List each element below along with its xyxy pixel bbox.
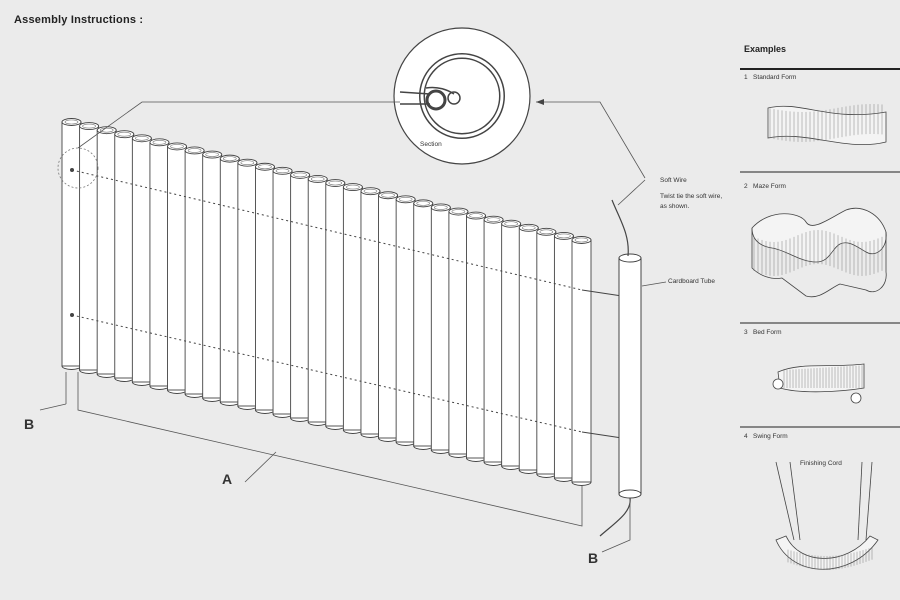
upper-wire-line xyxy=(71,169,583,291)
tube xyxy=(79,122,100,374)
soft-wire-bottom xyxy=(599,497,631,537)
tube xyxy=(501,219,522,470)
dimension-b-left-leader xyxy=(39,403,67,411)
tube xyxy=(378,191,399,442)
example-swing-form-drawing xyxy=(775,461,879,570)
example-number: 4 xyxy=(744,433,748,440)
dimension-a-label: A xyxy=(222,471,233,487)
tube xyxy=(518,223,539,474)
tube xyxy=(466,211,486,462)
example-label: Bed Form xyxy=(753,329,782,336)
example-label: Standard Form xyxy=(753,74,797,81)
examples-heading: Examples xyxy=(744,44,787,54)
soft-wire-top xyxy=(611,199,629,257)
example-item-swing: 4 Swing Form xyxy=(744,433,788,440)
example-item-standard: 1 Standard Form xyxy=(744,74,796,81)
tube xyxy=(184,146,205,398)
tube xyxy=(167,142,187,394)
example-label: Maze Form xyxy=(753,183,786,190)
example-item-bed: 3 Bed Form xyxy=(744,329,782,336)
upper-wire-knot xyxy=(70,168,74,172)
tube xyxy=(219,154,240,406)
tube xyxy=(61,118,82,370)
tube xyxy=(131,134,152,386)
tube xyxy=(272,166,293,418)
dimension-b-left-label: B xyxy=(24,416,35,432)
section-detail xyxy=(393,27,531,165)
dimension-a-line xyxy=(77,372,583,527)
tube xyxy=(430,203,451,454)
tube xyxy=(483,215,504,466)
example-label: Swing Form xyxy=(753,433,788,440)
twist-note-line-2: as shown. xyxy=(660,203,690,210)
twist-note-line-1: Twist tie the soft wire, xyxy=(660,193,723,200)
tube xyxy=(360,187,381,438)
tube xyxy=(307,175,328,426)
tube xyxy=(413,199,434,450)
tube xyxy=(395,195,416,446)
soft-wire-arrowhead xyxy=(536,99,544,105)
example-bed-form-drawing xyxy=(772,363,865,404)
tube xyxy=(553,231,574,482)
tube xyxy=(202,150,223,402)
dimension-a-leader xyxy=(244,451,277,483)
tube xyxy=(536,227,557,478)
tube xyxy=(254,162,275,414)
soft-wire-leader xyxy=(536,101,646,179)
example-standard-form-drawing xyxy=(767,104,887,146)
tube xyxy=(571,236,592,486)
soft-wire-label: Soft Wire xyxy=(660,177,687,184)
page-title: Assembly Instructions : xyxy=(14,14,144,26)
tube xyxy=(448,207,469,458)
cardboard-tube-detached xyxy=(618,253,642,499)
example-maze-form-drawing xyxy=(751,207,887,298)
cardboard-tube-label: Cardboard Tube xyxy=(668,278,715,285)
section-label: Section xyxy=(420,141,442,148)
tube xyxy=(290,170,311,422)
tube xyxy=(342,183,363,434)
finishing-cord-label: Finishing Cord xyxy=(800,460,842,467)
soft-wire-label-leader xyxy=(617,179,646,206)
tube xyxy=(114,130,135,382)
example-number: 2 xyxy=(744,183,748,190)
section-leader-line xyxy=(77,101,400,149)
cardboard-tube-leader xyxy=(641,281,667,287)
dimension-b-right-leader xyxy=(601,500,631,553)
tube xyxy=(149,138,170,390)
tube xyxy=(325,179,346,430)
tube xyxy=(237,158,258,410)
upper-wire-connector xyxy=(581,289,623,297)
example-number: 1 xyxy=(744,74,748,81)
tube-panel xyxy=(61,118,592,486)
tube xyxy=(96,126,117,378)
dimension-b-right-label: B xyxy=(588,550,599,566)
lower-wire-connector xyxy=(581,431,623,439)
lower-wire-knot xyxy=(70,313,74,317)
example-item-maze: 2 Maze Form xyxy=(744,183,786,190)
example-number: 3 xyxy=(744,329,748,336)
lower-wire-line xyxy=(71,314,583,433)
